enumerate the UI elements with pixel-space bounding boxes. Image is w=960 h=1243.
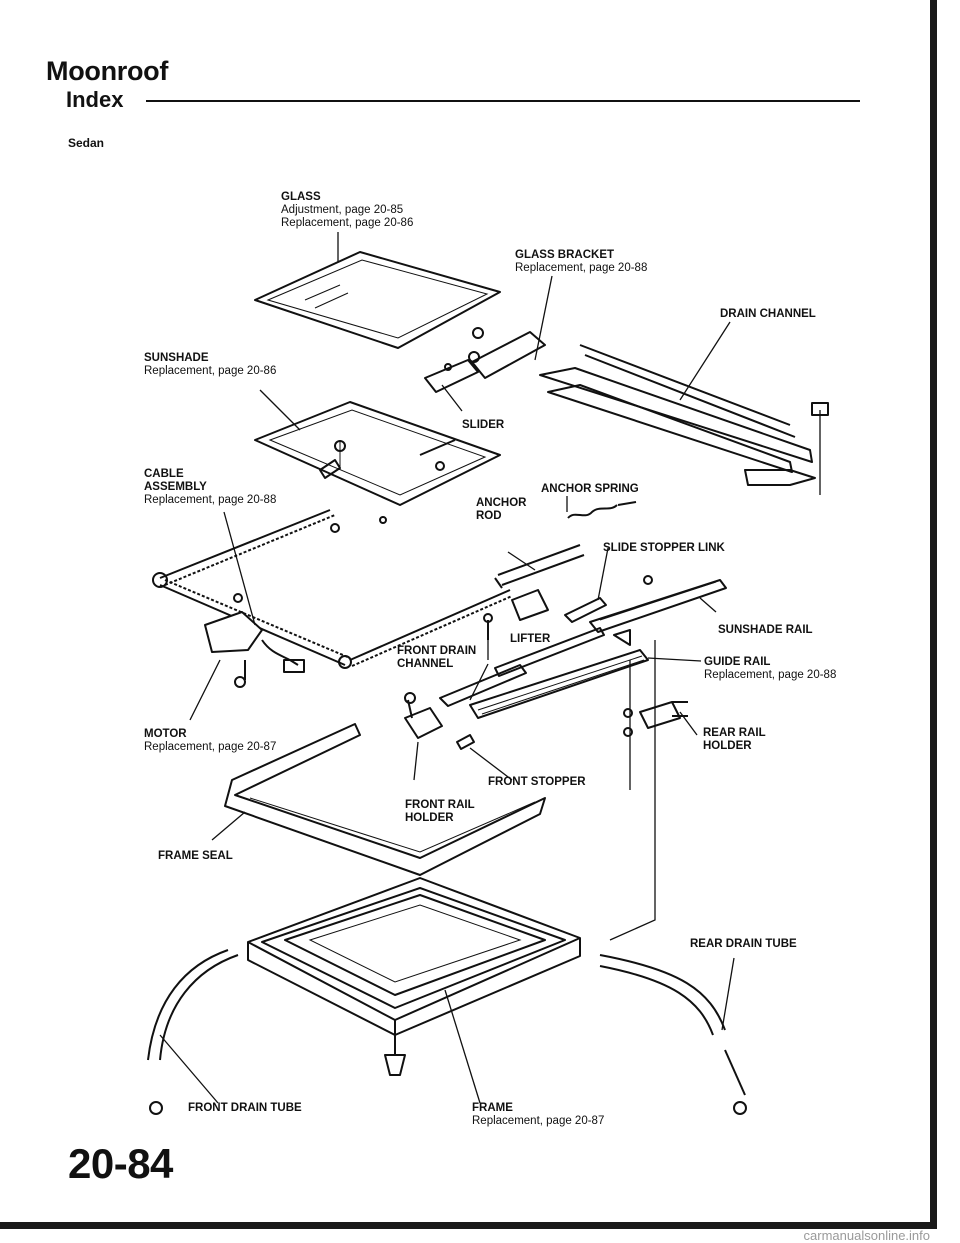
svg-text:HOLDER: HOLDER [703, 740, 752, 752]
svg-text:SUNSHADE: SUNSHADE [144, 352, 209, 364]
variant-label: Sedan [68, 136, 105, 150]
callout-front-rail-holder: FRONT RAIL HOLDER [405, 799, 475, 824]
callout-anchor-spring: ANCHOR SPRING [541, 483, 639, 495]
rear-drain-tube-part [599, 954, 747, 1115]
frame-part [247, 877, 581, 1076]
svg-text:HOLDER: HOLDER [405, 812, 454, 824]
svg-text:GLASS: GLASS [281, 191, 321, 203]
svg-text:CABLE: CABLE [144, 468, 184, 480]
callout-rear-rail-holder: REAR RAIL HOLDER [703, 727, 766, 752]
section-subtitle: Index [66, 87, 124, 112]
svg-text:Replacement, page 20-88: Replacement, page 20-88 [515, 262, 647, 274]
callout-frame: FRAME Replacement, page 20-87 [472, 1102, 604, 1127]
svg-text:FRONT RAIL: FRONT RAIL [405, 799, 475, 811]
svg-text:GUIDE RAIL: GUIDE RAIL [704, 656, 770, 668]
callout-rear-drain-tube: REAR DRAIN TUBE [690, 938, 797, 950]
callout-anchor-rod: ANCHOR ROD [476, 497, 527, 522]
svg-text:FRAME SEAL: FRAME SEAL [158, 850, 233, 862]
front-drain-channel-part [439, 627, 605, 707]
svg-text:Replacement, page 20-87: Replacement, page 20-87 [144, 741, 276, 753]
callout-slider: SLIDER [462, 419, 505, 431]
callout-frame-seal: FRAME SEAL [158, 850, 233, 862]
drain-channel-part [539, 344, 829, 495]
svg-text:FRAME: FRAME [472, 1102, 513, 1114]
lifter-part [483, 613, 493, 640]
svg-text:FRONT DRAIN: FRONT DRAIN [397, 645, 476, 657]
watermark-text: carmanualsonline.info [803, 1228, 930, 1243]
svg-text:SLIDE STOPPER LINK: SLIDE STOPPER LINK [603, 542, 726, 554]
svg-text:Replacement, page 20-88: Replacement, page 20-88 [704, 669, 836, 681]
leader-lines [159, 232, 735, 1104]
sunshade-part [254, 401, 501, 533]
page-title: Moonroof [46, 56, 169, 86]
callout-front-drain-tube: FRONT DRAIN TUBE [188, 1102, 302, 1114]
svg-text:FRONT STOPPER: FRONT STOPPER [488, 776, 586, 788]
svg-text:FRONT DRAIN TUBE: FRONT DRAIN TUBE [188, 1102, 302, 1114]
callout-front-stopper: FRONT STOPPER [488, 776, 586, 788]
callout-motor: MOTOR Replacement, page 20-87 [144, 728, 276, 753]
callout-lifter: LIFTER [510, 633, 551, 645]
callout-drain-channel: DRAIN CHANNEL [720, 308, 816, 320]
rear-rail-holder-part [623, 701, 688, 737]
svg-text:REAR DRAIN TUBE: REAR DRAIN TUBE [690, 938, 797, 950]
page-number: 20-84 [68, 1140, 173, 1187]
svg-text:Replacement, page 20-87: Replacement, page 20-87 [472, 1115, 604, 1127]
page-edge-bottom [0, 1222, 937, 1229]
callout-sunshade: SUNSHADE Replacement, page 20-86 [144, 352, 276, 377]
callout-slide-stopper-link: SLIDE STOPPER LINK [603, 542, 726, 554]
callout-guide-rail: GUIDE RAIL Replacement, page 20-88 [704, 656, 836, 681]
callout-sunshade-rail: SUNSHADE RAIL [718, 624, 813, 636]
title-rule [146, 100, 860, 102]
svg-text:GLASS BRACKET: GLASS BRACKET [515, 249, 614, 261]
callout-glass: GLASS Adjustment, page 20-85 Replacement… [281, 191, 413, 229]
svg-text:DRAIN CHANNEL: DRAIN CHANNEL [720, 308, 816, 320]
svg-text:Replacement, page 20-86: Replacement, page 20-86 [281, 217, 413, 229]
svg-text:LIFTER: LIFTER [510, 633, 551, 645]
front-stopper-part [456, 734, 475, 750]
svg-text:ANCHOR: ANCHOR [476, 497, 527, 509]
svg-text:ROD: ROD [476, 510, 502, 522]
guide-rail-part [469, 629, 649, 719]
svg-text:REAR RAIL: REAR RAIL [703, 727, 766, 739]
svg-text:SUNSHADE RAIL: SUNSHADE RAIL [718, 624, 813, 636]
svg-text:ANCHOR SPRING: ANCHOR SPRING [541, 483, 639, 495]
slide-stopper-link-part [511, 575, 653, 623]
svg-text:ASSEMBLY: ASSEMBLY [144, 481, 207, 493]
anchor-spring-part [567, 501, 637, 519]
glass-part [254, 251, 501, 349]
frame-seal-part [224, 723, 546, 876]
svg-text:MOTOR: MOTOR [144, 728, 187, 740]
front-rail-holder-part [404, 692, 443, 739]
sunshade-rail-part [589, 579, 727, 633]
motor-part [204, 593, 305, 688]
glass-bracket-part [424, 327, 546, 393]
svg-text:Adjustment, page 20-85: Adjustment, page 20-85 [281, 204, 403, 216]
callout-cable-assembly: CABLE ASSEMBLY Replacement, page 20-88 [144, 468, 276, 506]
svg-text:Replacement, page 20-88: Replacement, page 20-88 [144, 494, 276, 506]
callout-glass-bracket: GLASS BRACKET Replacement, page 20-88 [515, 249, 647, 274]
page-edge-right [930, 0, 937, 1222]
svg-text:SLIDER: SLIDER [462, 419, 505, 431]
cable-assembly-part [152, 509, 513, 669]
anchor-rod-part [494, 544, 585, 589]
svg-text:Replacement, page 20-86: Replacement, page 20-86 [144, 365, 276, 377]
callout-front-drain-channel: FRONT DRAIN CHANNEL [397, 645, 476, 670]
front-drain-tube-part [147, 949, 239, 1115]
svg-text:CHANNEL: CHANNEL [397, 658, 453, 670]
